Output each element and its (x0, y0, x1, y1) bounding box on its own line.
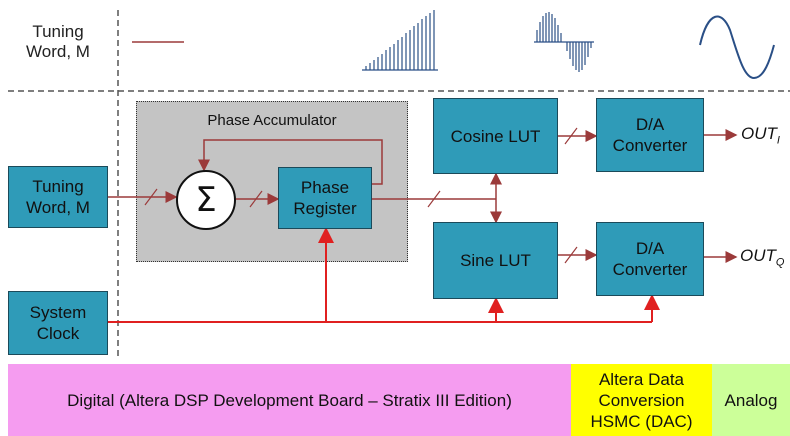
analog-domain-band: Analog (712, 364, 790, 436)
legend-ramp-waveform (362, 10, 438, 71)
phase-accumulator-title: Phase Accumulator (207, 112, 337, 129)
tuning-word-block: Tuning Word, M (8, 166, 108, 228)
out-i-main: OUT (741, 124, 777, 143)
summation-node: Σ (176, 170, 236, 230)
legend-smooth-sine (699, 15, 775, 80)
out-i-sub: I (776, 134, 780, 147)
out-q-label: OUTQ (740, 246, 784, 268)
legend-sampled-sine (534, 12, 594, 72)
phase-register-block: Phase Register (278, 167, 372, 229)
digital-domain-band: Digital (Altera DSP Development Board – … (8, 364, 571, 436)
cosine-lut-block: Cosine LUT (433, 98, 558, 174)
out-i-label: OUTI (741, 124, 780, 146)
out-q-main: OUT (740, 246, 776, 265)
top-tuning-word-label: Tuning Word, M (26, 22, 90, 61)
dac-top-block: D/A Converter (596, 98, 704, 172)
conversion-domain-band: Altera Data Conversion HSMC (DAC) (571, 364, 712, 436)
out-q-sub: Q (775, 256, 785, 269)
sine-lut-block: Sine LUT (433, 222, 558, 299)
dac-bottom-block: D/A Converter (596, 222, 704, 296)
system-clock-block: System Clock (8, 291, 108, 355)
